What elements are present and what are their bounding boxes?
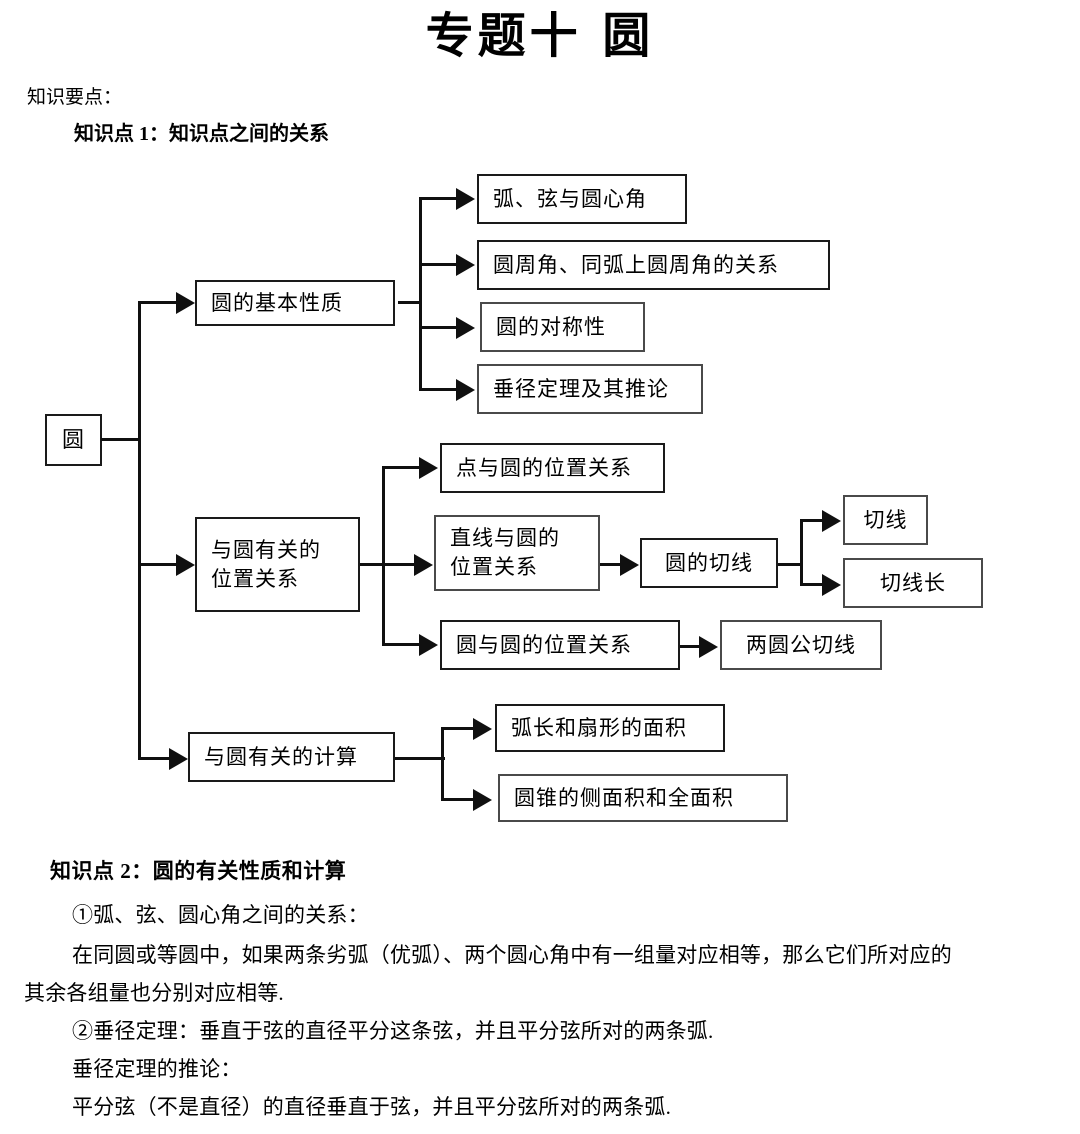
connector-child-3-2 — [441, 798, 476, 801]
connector-branch3-tospine — [395, 757, 445, 760]
diagram-node-line-circle: 直线与圆的 位置关系 — [434, 515, 600, 591]
arrow-child-3-1 — [473, 718, 492, 740]
connector-branch2-tospine — [360, 563, 387, 566]
connector-branch1-horizontal — [138, 301, 180, 304]
arrow-tangent — [620, 554, 639, 576]
connector-tangent-spine — [800, 519, 803, 586]
connector-child-2-1 — [382, 466, 422, 469]
diagram-node-tangent-length: 切线长 — [843, 558, 983, 608]
connector-child-2-2 — [382, 563, 417, 566]
arrow-branch3 — [169, 748, 188, 770]
connector-child-3-1 — [441, 727, 476, 730]
connector-branch3-horizontal — [138, 757, 173, 760]
connector-child-tangent-2 — [800, 583, 825, 586]
connector-child-1-3 — [419, 326, 459, 329]
connector-child-1-1 — [419, 197, 459, 200]
arrow-child-1-4 — [456, 379, 475, 401]
arrow-child-2-2 — [414, 554, 433, 576]
arrow-child-1-3 — [456, 317, 475, 339]
arrow-branch2 — [176, 554, 195, 576]
diagram-node-circle-circle: 圆与圆的位置关系 — [440, 620, 680, 670]
connector-child-tangent-1 — [800, 519, 825, 522]
knowledge-map-diagram: 圆 圆的基本性质 弧、弦与圆心角 圆周角、同弧上圆周角的关系 圆的对称性 垂径定… — [45, 174, 983, 822]
diagram-node-position-relations: 与圆有关的 位置关系 — [195, 517, 360, 612]
connector-child-1-2 — [419, 263, 459, 266]
knowledge-point-2-heading: 知识点 2：圆的有关性质和计算 — [50, 859, 347, 883]
arrow-child-3-2 — [473, 789, 492, 811]
note-item-2-title: ②垂径定理：垂直于弦的直径平分这条弦，并且平分弦所对的两条弧. — [72, 1019, 714, 1043]
diagram-node-inscribed-angle: 圆周角、同弧上圆周角的关系 — [477, 240, 830, 290]
diagram-node-circle-symmetry: 圆的对称性 — [480, 302, 645, 352]
arrow-common-tangent — [699, 636, 718, 658]
connector-branch3-spine — [441, 727, 444, 801]
connector-child-1-4 — [419, 388, 459, 391]
connector-circle-to-common-tangent — [680, 645, 702, 648]
connector-branch2-horizontal — [138, 563, 180, 566]
arrow-child-2-1 — [419, 457, 438, 479]
arrow-child-2-3 — [419, 634, 438, 656]
diagram-node-root: 圆 — [45, 414, 102, 466]
diagram-node-perpendicular-diameter: 垂径定理及其推论 — [477, 364, 703, 414]
connector-branch1-spine — [419, 197, 422, 389]
connector-child-2-3 — [382, 643, 422, 646]
diagram-node-common-tangent: 两圆公切线 — [720, 620, 882, 670]
diagram-node-point-circle: 点与圆的位置关系 — [440, 443, 665, 493]
knowledge-points-label: 知识要点： — [27, 87, 123, 108]
arrow-child-1-1 — [456, 188, 475, 210]
connector-tangent-tospine — [778, 563, 803, 566]
diagram-node-tangent-of-circle: 圆的切线 — [640, 538, 778, 588]
connector-root-out — [101, 438, 141, 441]
note-item-1-body-line1: 在同圆或等圆中，如果两条劣弧（优弧）、两个圆心角中有一组量对应相等，那么它们所对… — [72, 943, 952, 967]
connector-branch2-spine — [382, 466, 385, 646]
note-item-1-title: ①弧、弦、圆心角之间的关系： — [72, 903, 369, 927]
note-item-2-subtitle: 垂径定理的推论： — [72, 1057, 242, 1081]
note-item-1-body-line2: 其余各组量也分别对应相等. — [24, 981, 284, 1005]
page-title: 专题十 圆 — [425, 8, 655, 64]
diagram-node-circle-computation: 与圆有关的计算 — [188, 732, 395, 782]
arrow-child-tangent-2 — [822, 574, 841, 596]
diagram-node-arc-chord-central-angle: 弧、弦与圆心角 — [477, 174, 687, 224]
arrow-branch1 — [176, 292, 195, 314]
knowledge-point-1-heading: 知识点 1：知识点之间的关系 — [74, 123, 329, 145]
diagram-node-arc-sector-area: 弧长和扇形的面积 — [495, 704, 725, 752]
connector-main-spine — [138, 303, 141, 759]
diagram-node-basic-properties: 圆的基本性质 — [195, 280, 395, 326]
arrow-child-tangent-1 — [822, 510, 841, 532]
note-item-2-body: 平分弦（不是直径）的直径垂直于弦，并且平分弦所对的两条弧. — [72, 1095, 672, 1119]
diagram-node-tangent: 切线 — [843, 495, 928, 545]
connector-line-to-tangent — [600, 563, 625, 566]
arrow-child-1-2 — [456, 254, 475, 276]
connector-branch1-tospine — [398, 301, 422, 304]
diagram-node-cone-area: 圆锥的侧面积和全面积 — [498, 774, 788, 822]
